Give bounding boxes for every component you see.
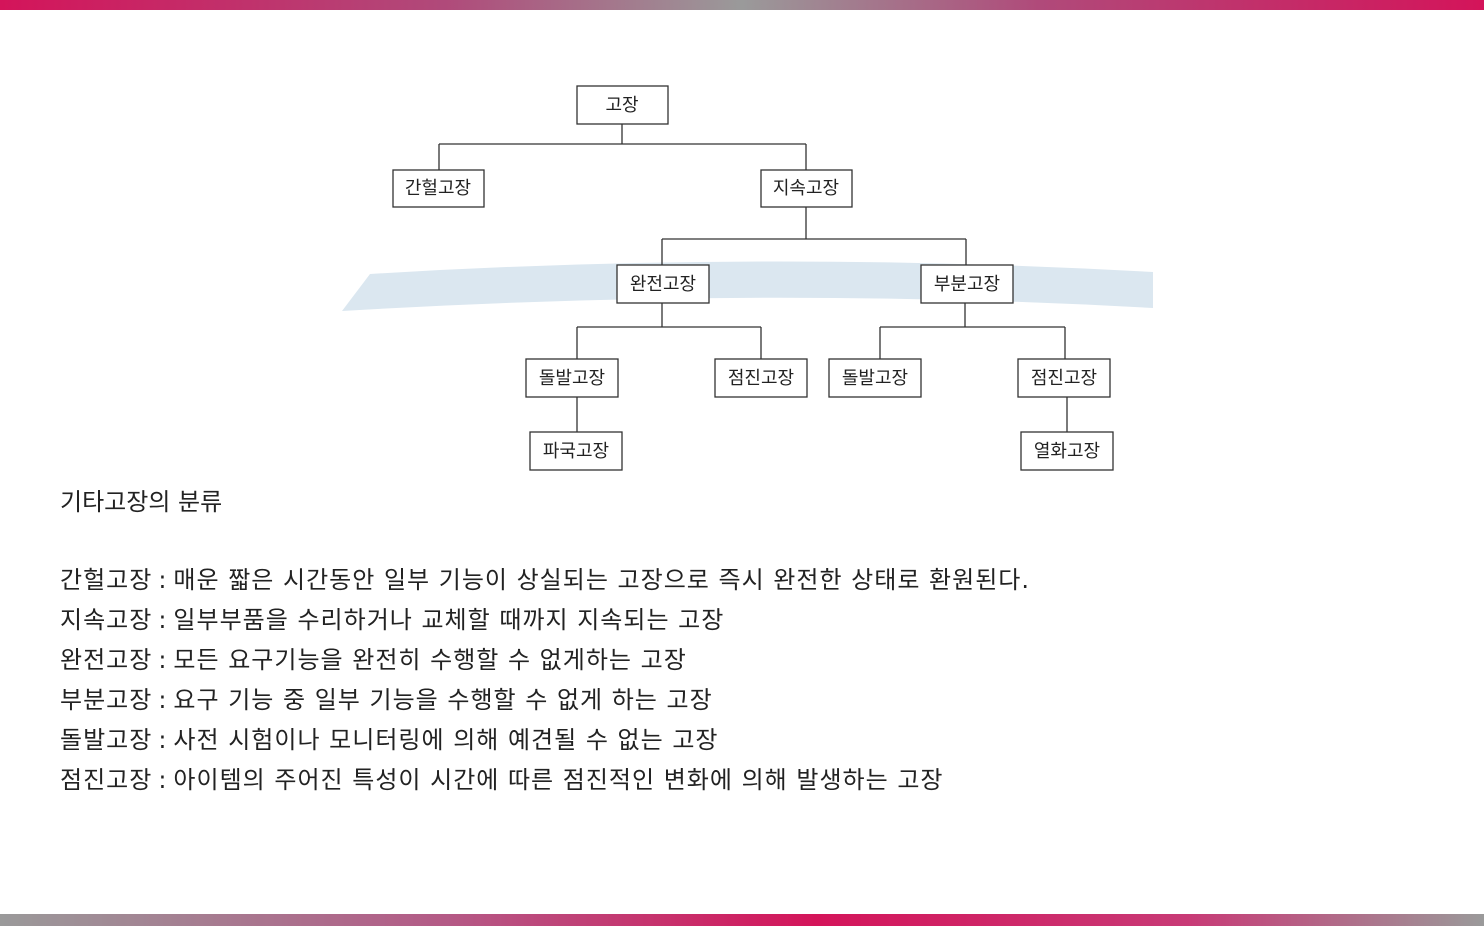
failure-classification-tree: 고장 간헐고장 지속고장 완전고장 부분고장 돌발고장 점진고장 돌발고장 점진…: [342, 85, 1153, 471]
definition-item: 부분고장:요구 기능 중 일부 기능을 수행할 수 없게 하는 고장: [60, 680, 1030, 720]
definition-separator: :: [158, 726, 168, 754]
node-complete-gradual: 점진고장: [714, 358, 808, 398]
node-partial-sudden: 돌발고장: [828, 358, 922, 398]
svg-text:고장: 고장: [605, 95, 638, 116]
node-partial-gradual: 점진고장: [1017, 358, 1111, 398]
node-intermittent: 간헐고장: [392, 169, 485, 208]
definition-desc: 매운 짧은 시간동안 일부 기능이 상실되는 고장으로 즉시 완전한 상태로 환…: [173, 566, 1030, 594]
top-accent-bar: [0, 0, 1484, 10]
definition-desc: 일부부품을 수리하거나 교체할 때까지 지속되는 고장: [173, 606, 725, 634]
definition-list: 간헐고장:매운 짧은 시간동안 일부 기능이 상실되는 고장으로 즉시 완전한 …: [60, 560, 1030, 800]
definition-separator: :: [158, 646, 168, 674]
highlight-band: [342, 261, 1153, 311]
definition-separator: :: [158, 566, 168, 594]
definition-term: 돌발고장: [60, 726, 153, 754]
definition-item: 점진고장:아이템의 주어진 특성이 시간에 따른 점진적인 변화에 의해 발생하…: [60, 760, 1030, 800]
definition-separator: :: [158, 606, 168, 634]
definition-separator: :: [158, 766, 168, 794]
svg-text:돌발고장: 돌발고장: [539, 368, 605, 389]
definition-term: 부분고장: [60, 686, 153, 714]
definition-term: 지속고장: [60, 606, 153, 634]
node-root: 고장: [576, 85, 669, 125]
definition-item: 지속고장:일부부품을 수리하거나 교체할 때까지 지속되는 고장: [60, 600, 1030, 640]
definition-term: 점진고장: [60, 766, 153, 794]
node-degradation: 열화고장: [1020, 431, 1114, 471]
svg-text:돌발고장: 돌발고장: [842, 368, 908, 389]
definition-term: 완전고장: [60, 646, 153, 674]
node-complete-sudden: 돌발고장: [525, 358, 619, 398]
definition-term: 간헐고장: [60, 566, 153, 594]
svg-text:완전고장: 완전고장: [630, 274, 696, 295]
svg-text:점진고장: 점진고장: [1031, 368, 1097, 389]
definition-item: 완전고장:모든 요구기능을 완전히 수행할 수 없게하는 고장: [60, 640, 1030, 680]
definition-desc: 사전 시험이나 모니터링에 의해 예견될 수 없는 고장: [173, 726, 719, 754]
definition-separator: :: [158, 686, 168, 714]
svg-text:열화고장: 열화고장: [1034, 441, 1100, 462]
definition-item: 돌발고장:사전 시험이나 모니터링에 의해 예견될 수 없는 고장: [60, 720, 1030, 760]
svg-text:점진고장: 점진고장: [728, 368, 794, 389]
definition-desc: 모든 요구기능을 완전히 수행할 수 없게하는 고장: [173, 646, 687, 674]
svg-text:간헐고장: 간헐고장: [405, 178, 471, 199]
section-subtitle: 기타고장의 분류: [60, 488, 223, 516]
tree-connectors: [438, 124, 1068, 432]
definition-item: 간헐고장:매운 짧은 시간동안 일부 기능이 상실되는 고장으로 즉시 완전한 …: [60, 560, 1030, 600]
definition-desc: 아이템의 주어진 특성이 시간에 따른 점진적인 변화에 의해 발생하는 고장: [173, 766, 944, 794]
node-catastrophic: 파국고장: [529, 431, 623, 471]
bottom-accent-bar: [0, 914, 1484, 926]
svg-text:지속고장: 지속고장: [773, 178, 839, 199]
svg-text:부분고장: 부분고장: [934, 274, 1000, 295]
svg-text:파국고장: 파국고장: [543, 441, 609, 462]
node-partial: 부분고장: [920, 264, 1014, 304]
node-continuous: 지속고장: [760, 169, 853, 208]
definition-desc: 요구 기능 중 일부 기능을 수행할 수 없게 하는 고장: [173, 686, 713, 714]
node-complete: 완전고장: [616, 264, 710, 304]
